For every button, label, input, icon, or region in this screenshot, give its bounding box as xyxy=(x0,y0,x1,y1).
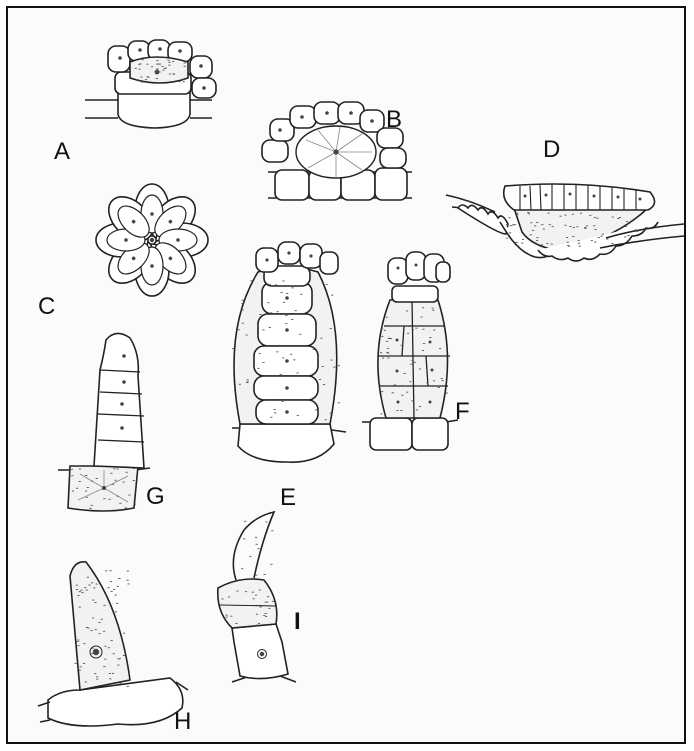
label-h: H xyxy=(174,710,191,734)
drawing-a-basal-cell xyxy=(118,92,190,128)
drawing-b-base-cell xyxy=(275,170,309,200)
label-e: E xyxy=(280,486,296,510)
label-a: A xyxy=(54,140,70,164)
drawing-f-base-cell xyxy=(412,418,448,450)
drawing-f xyxy=(362,252,458,450)
drawing-a xyxy=(85,40,216,128)
label-f: F xyxy=(455,400,470,424)
drawing-f-neck-cell xyxy=(392,286,438,302)
label-d: D xyxy=(543,138,560,162)
drawing-e-base-cell xyxy=(238,424,334,462)
drawing-i-head-cell xyxy=(218,579,277,628)
label-g: G xyxy=(146,485,165,509)
drawing-f-cap-cell xyxy=(436,262,450,282)
drawing-d-columnar-layer xyxy=(504,184,655,210)
label-i: I xyxy=(294,610,301,634)
drawing-h-hair-cell xyxy=(70,562,130,690)
drawing-f-base-cell xyxy=(370,418,412,450)
drawing-i-hair xyxy=(233,512,274,580)
drawing-h xyxy=(38,562,188,726)
drawing-g xyxy=(58,333,150,511)
drawing-h-base-cell xyxy=(48,678,183,726)
drawing-d-left-cells xyxy=(458,205,508,234)
drawing-b-cell xyxy=(262,140,288,162)
drawing-i-stalk-cell xyxy=(232,624,288,679)
drawing-e xyxy=(232,242,346,462)
drawing-f-cap-cell xyxy=(388,258,408,284)
drawing-g-filament xyxy=(94,333,144,468)
label-c: C xyxy=(38,295,55,319)
label-b: B xyxy=(386,108,402,132)
drawing-e-cap-cell xyxy=(320,252,338,274)
drawing-b-cell xyxy=(380,148,406,168)
drawing-c xyxy=(96,184,208,296)
drawing-d xyxy=(446,184,684,261)
drawing-a-central-cell xyxy=(130,57,188,83)
drawing-b-base-cell xyxy=(375,168,407,200)
